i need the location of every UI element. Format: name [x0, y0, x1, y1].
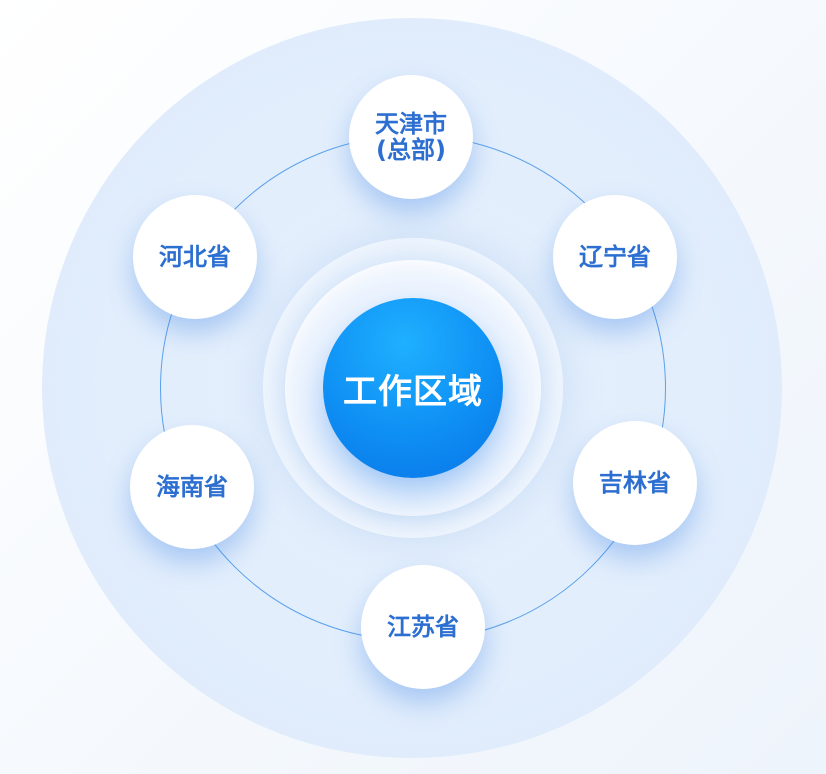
- node-label-hebei: 河北省: [159, 243, 231, 271]
- node-label-tianjin-line1: 天津市: [375, 110, 447, 138]
- node-jiangsu[interactable]: 江苏省: [361, 565, 485, 689]
- node-label-tianjin-line2: (总部): [376, 136, 446, 164]
- node-label-jilin: 吉林省: [599, 469, 671, 497]
- node-hebei[interactable]: 河北省: [133, 195, 257, 319]
- node-label-tianjin: 天津市 (总部): [375, 111, 447, 163]
- node-hainan[interactable]: 海南省: [130, 425, 254, 549]
- node-tianjin[interactable]: 天津市 (总部): [349, 75, 473, 199]
- node-label-hainan: 海南省: [156, 473, 228, 501]
- node-liaoning[interactable]: 辽宁省: [553, 195, 677, 319]
- node-jilin[interactable]: 吉林省: [573, 421, 697, 545]
- node-label-liaoning: 辽宁省: [579, 243, 651, 271]
- center-label: 工作区域: [343, 371, 483, 412]
- node-label-jiangsu: 江苏省: [387, 613, 459, 641]
- center-node-work-area: 工作区域: [323, 298, 503, 478]
